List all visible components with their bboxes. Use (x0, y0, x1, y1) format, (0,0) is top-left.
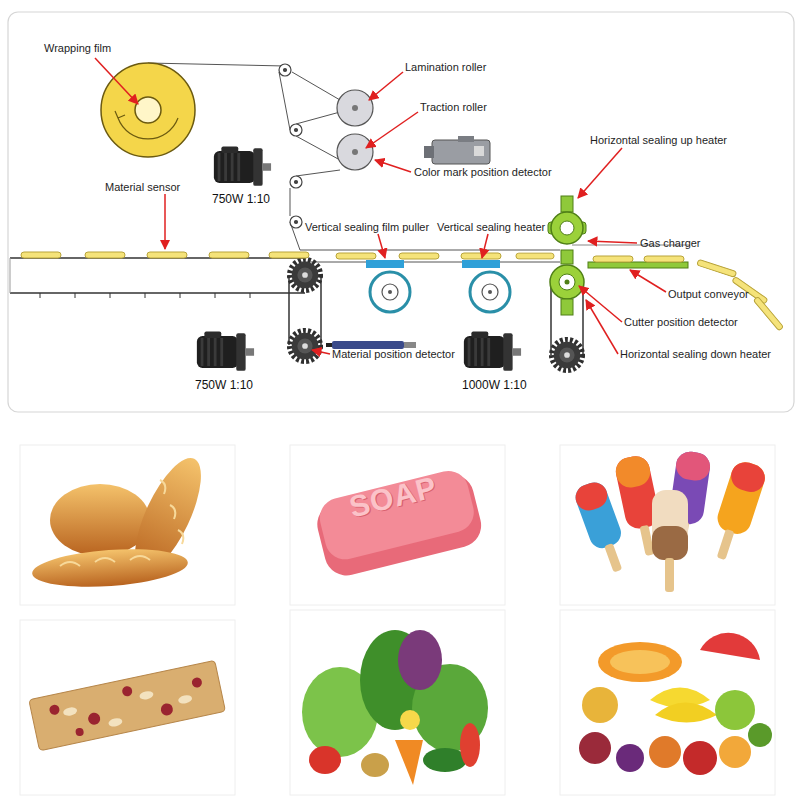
product (399, 253, 439, 259)
part-label: Material sensor (105, 181, 180, 194)
part-label: Horizontal sealing up heater (590, 134, 727, 147)
product (461, 253, 501, 259)
motor-rating: 1000W 1:10 (462, 378, 527, 392)
part-label: Lamination roller (405, 61, 486, 74)
part-label: Horizontal sealing down heater (620, 348, 771, 361)
horizontal-sealer (548, 196, 586, 355)
film-path (148, 63, 560, 262)
part-label: Gas charger (640, 237, 701, 250)
heater-pad (462, 260, 500, 268)
product (85, 252, 125, 258)
product (336, 253, 376, 259)
part-label: Cutter position detector (624, 316, 738, 329)
film-puller-pad (366, 260, 404, 268)
part-label: Traction roller (420, 101, 487, 114)
product (21, 252, 61, 258)
product (516, 253, 554, 259)
popsicle-image (572, 450, 769, 592)
servo-motor (464, 331, 521, 370)
guide-rollers (279, 64, 302, 228)
bread-image (31, 450, 214, 592)
part-label: Output conveyor (668, 288, 749, 301)
leader-arrows (95, 58, 666, 354)
position-sensor (326, 341, 416, 349)
servo-motor (197, 331, 254, 370)
sprocket (290, 331, 320, 361)
product (147, 252, 187, 258)
part-label: Wrapping film (44, 42, 111, 55)
photo-cards (20, 445, 775, 795)
servo-motor (214, 146, 271, 185)
output-conveyor (588, 256, 784, 331)
product (269, 252, 309, 258)
soap-image (312, 466, 486, 580)
vertical-rollers (370, 272, 510, 312)
infeed-conveyor (10, 258, 321, 345)
part-label: Material position detector (332, 348, 455, 361)
vegetables-image (302, 630, 488, 785)
fruits-image (579, 633, 772, 775)
product (209, 252, 249, 258)
sprocket (552, 340, 582, 370)
granola-image (29, 660, 226, 750)
color-mark-sensor (424, 136, 490, 164)
part-label: Vertical sealing heater (437, 221, 545, 234)
film-roll (101, 63, 195, 157)
motor-rating: 750W 1:10 (212, 192, 270, 206)
roller-pair (337, 90, 373, 170)
product-print: SOAP (346, 471, 440, 524)
sprocket (290, 260, 320, 290)
part-label: Vertical sealing film puller (305, 221, 429, 234)
motor-rating: 750W 1:10 (195, 378, 253, 392)
panel-frame (8, 12, 794, 412)
part-label: Color mark position detector (414, 166, 552, 179)
